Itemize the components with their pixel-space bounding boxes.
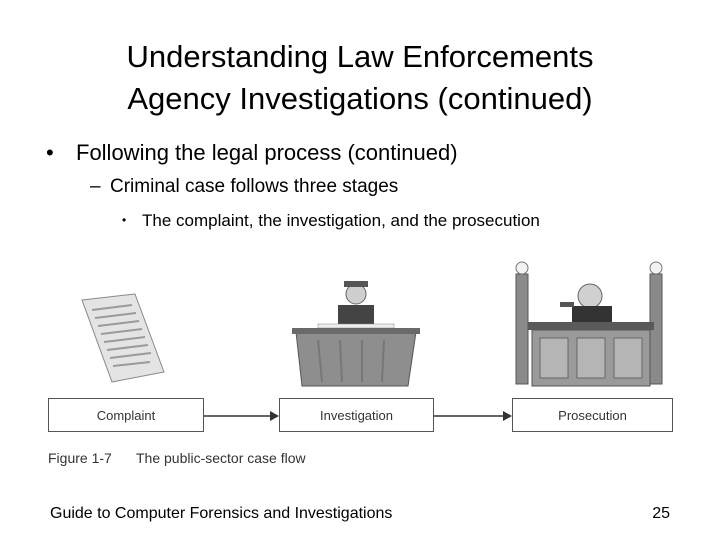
figure-caption-text: The public-sector case flow [136,450,306,466]
slide-title-line-2: Agency Investigations (continued) [60,78,660,120]
stage-complaint-box: Complaint [48,398,204,432]
figure-number: Figure 1-7 [48,450,136,466]
slide-title: Understanding Law Enforcements Agency In… [60,36,660,120]
bullet-text: Criminal case follows three stages [110,176,398,197]
bullet-text: Following the legal process (continued) [76,140,458,165]
slide-title-line-1: Understanding Law Enforcements [60,36,660,78]
case-flow-figure: Complaint Investigation Prosecution [0,250,720,470]
judge-bench-icon [516,262,662,386]
bullet-level-3: •The complaint, the investigation, and t… [122,209,540,232]
investigator-desk-icon [292,281,420,386]
bullet-level-1: •Following the legal process (continued) [46,139,458,167]
bullet-marker: • [46,139,76,167]
footer-title: Guide to Computer Forensics and Investig… [50,505,392,523]
bullet-marker: • [122,209,142,231]
stage-investigation-box: Investigation [279,398,434,432]
bullet-level-2: –Criminal case follows three stages [90,175,398,199]
bullet-text: The complaint, the investigation, and th… [142,211,540,230]
stage-prosecution-box: Prosecution [512,398,673,432]
complaint-document-icon [82,294,164,382]
bullet-marker: – [90,175,110,199]
page-number: 25 [652,505,670,523]
